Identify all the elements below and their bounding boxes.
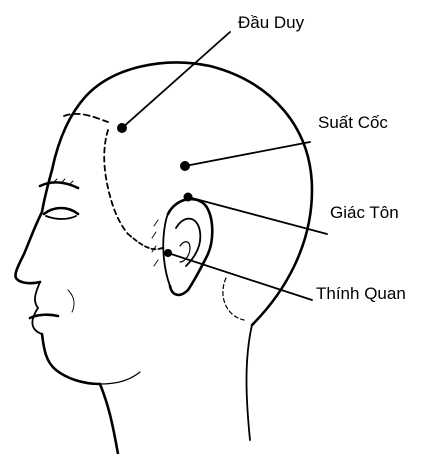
acupoints [117, 123, 193, 257]
label-thinh-quan: Thính Quan [316, 284, 406, 303]
label-giac-ton: Giác Tôn [330, 203, 399, 222]
leader-giac-ton [188, 197, 327, 234]
leader-suat-coc [185, 142, 310, 166]
leader-thinh-quan [168, 253, 312, 300]
hairline [64, 114, 244, 320]
label-suat-coc: Suất Cốc [318, 113, 388, 132]
ear [152, 199, 212, 295]
point-labels: Đầu Duy Suất Cốc Giác Tôn Thính Quan [238, 13, 406, 303]
label-dau-duy: Đầu Duy [238, 13, 305, 32]
leader-dau-duy [122, 32, 230, 128]
